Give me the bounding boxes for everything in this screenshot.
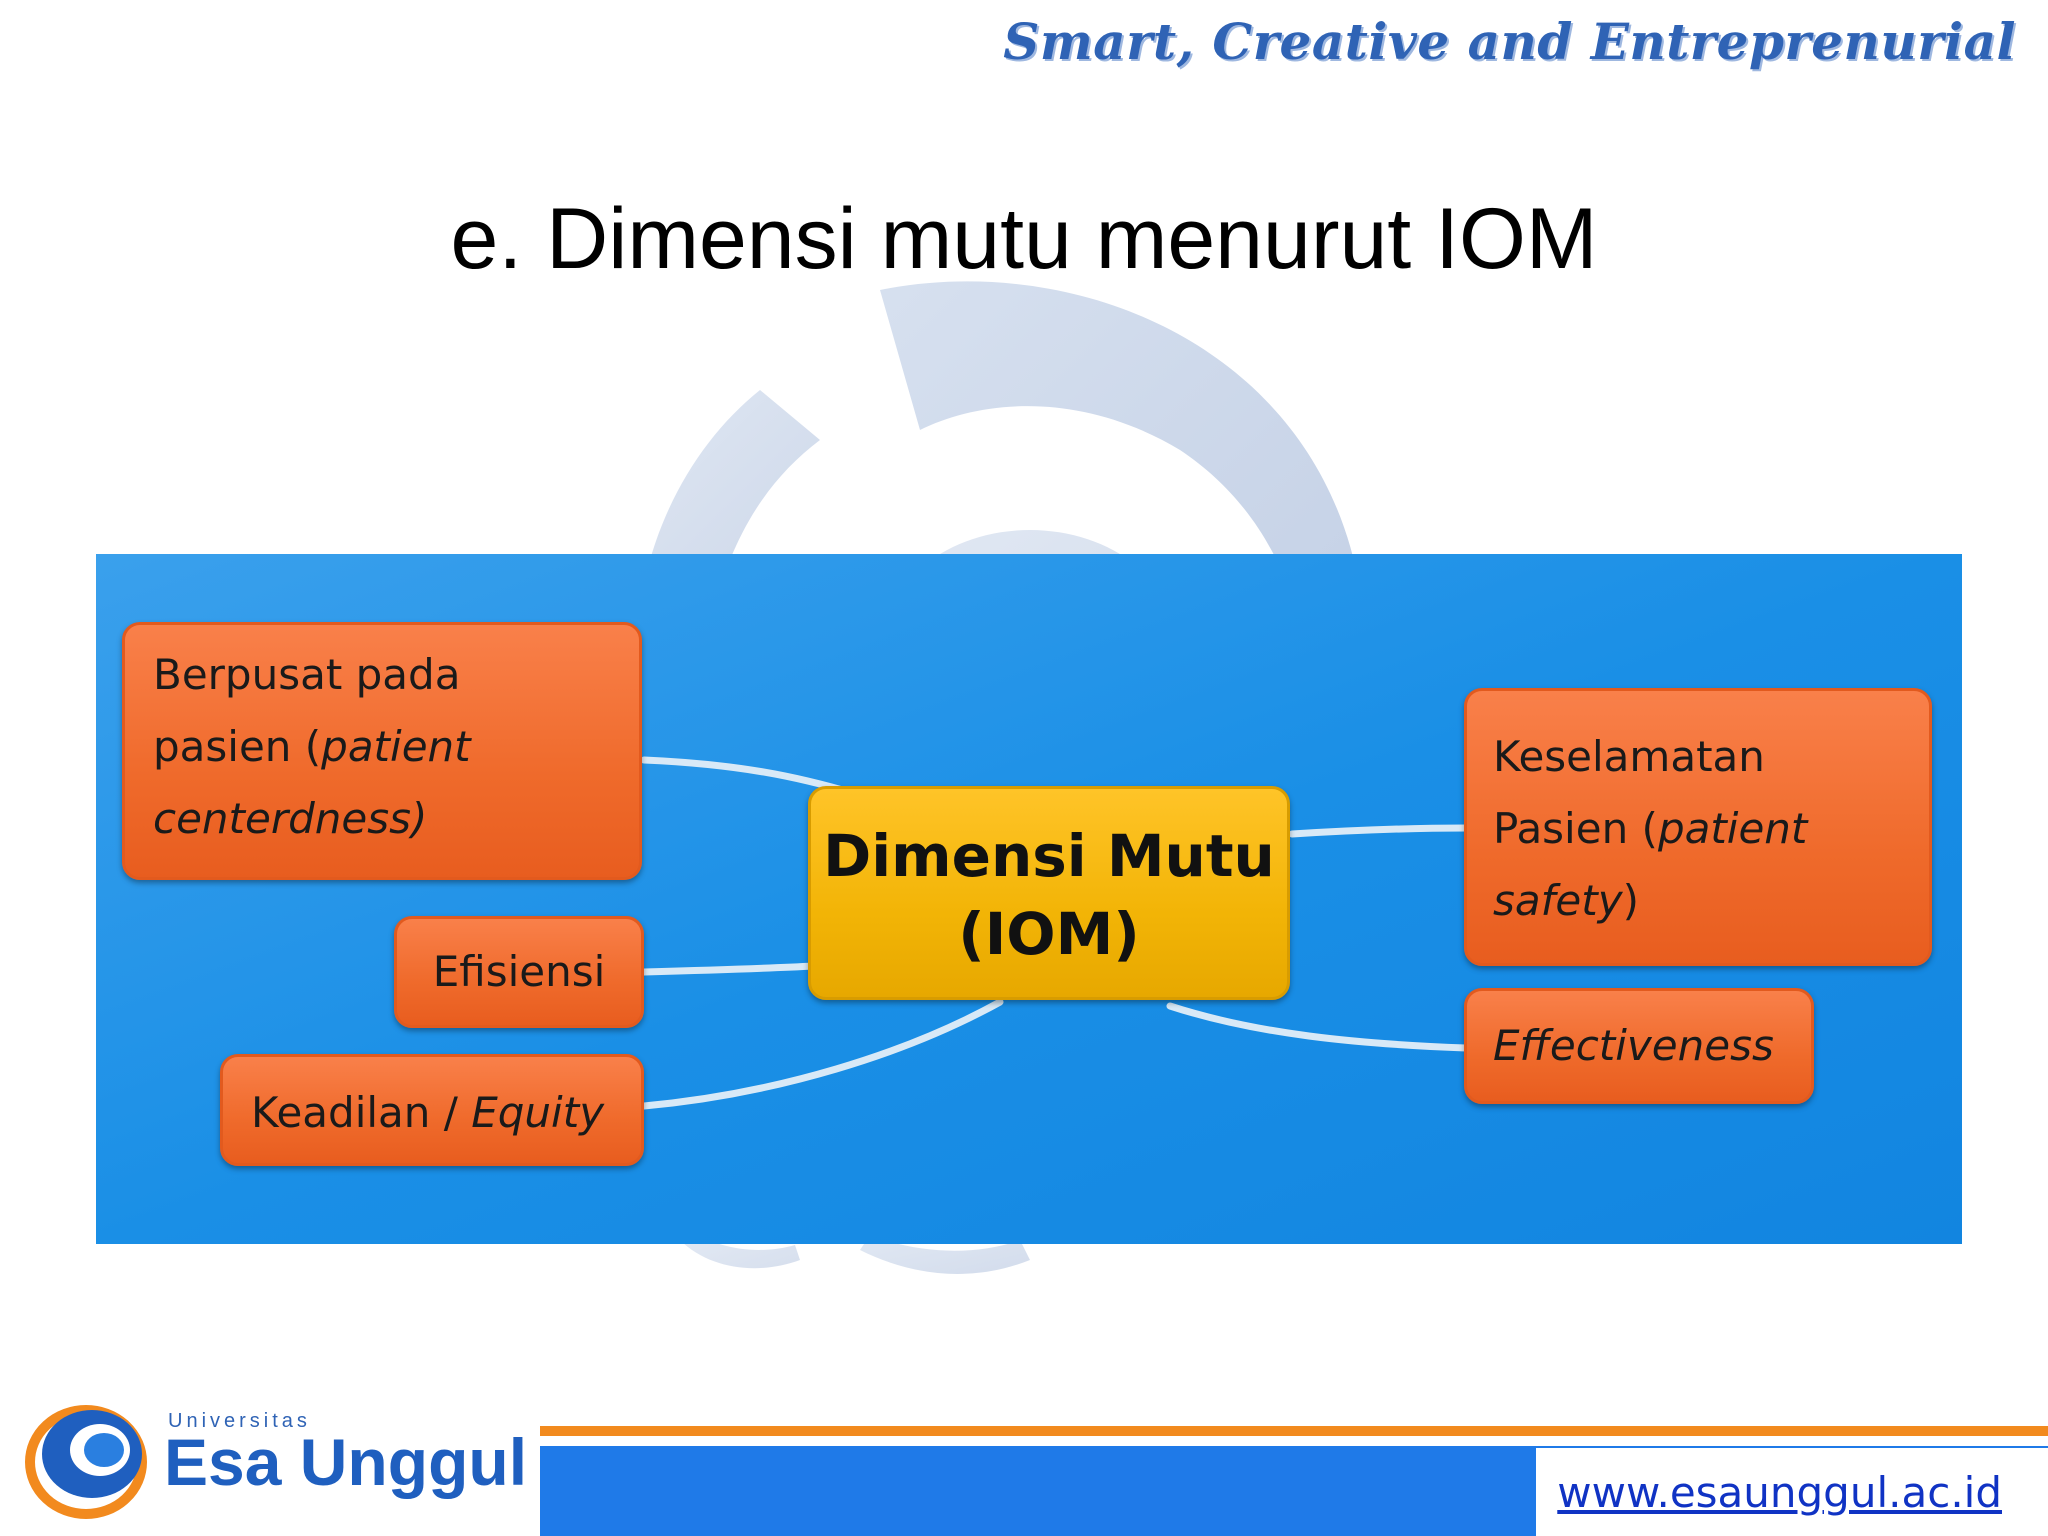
node-efisiensi: Efisiensi — [394, 916, 644, 1028]
node-dimensi-mutu-line1: Dimensi Mutu — [823, 822, 1275, 890]
node-patient-centeredness-line1: Berpusat pada — [153, 650, 461, 699]
logo-universitas-text: Universitas — [168, 1410, 311, 1432]
node-effectiveness: Effectiveness — [1464, 988, 1814, 1104]
connector-effectiveness — [1166, 1002, 1470, 1052]
node-keadilan-equity: Keadilan / Equity — [220, 1054, 644, 1166]
node-efisiensi-label: Efisiensi — [432, 947, 606, 996]
node-dimensi-mutu-line2: (IOM) — [958, 900, 1140, 968]
logo-esa-unggul-text: Esa Unggul — [164, 1425, 528, 1499]
node-patient-safety-line2: Pasien (patient — [1493, 804, 1808, 853]
node-patient-centeredness-line2: pasien (patient — [153, 722, 471, 771]
connector-patient-safety — [1288, 824, 1470, 838]
node-effectiveness-label: Effectiveness — [1493, 1021, 1774, 1070]
footer-url-panel — [1536, 1448, 2048, 1536]
university-logo-icon — [25, 1405, 147, 1519]
node-patient-safety: Keselamatan Pasien (patient safety) — [1464, 688, 1932, 966]
tagline: Smart, Creative and Entreprenurial — [1003, 12, 2016, 71]
mind-map-diagram: Dimensi Mutu (IOM) Berpusat pada pasien … — [96, 554, 1962, 1244]
node-patient-centeredness-line3: centerdness) — [153, 794, 428, 843]
node-patient-safety-line3: safety) — [1493, 876, 1639, 925]
node-dimensi-mutu: Dimensi Mutu (IOM) — [808, 786, 1290, 1000]
connector-efficiency — [640, 962, 818, 976]
node-keadilan-equity-label: Keadilan / Equity — [251, 1088, 605, 1137]
node-patient-safety-line1: Keselamatan — [1493, 732, 1765, 781]
connector-equity — [640, 998, 1004, 1110]
website-link[interactable]: www.esaunggul.ac.id — [1557, 1468, 2002, 1517]
slide-title: e. Dimensi mutu menurut IOM — [450, 191, 1598, 287]
footer-orange-stripe — [540, 1426, 2048, 1436]
node-patient-centeredness: Berpusat pada pasien (patient centerdnes… — [122, 622, 642, 880]
